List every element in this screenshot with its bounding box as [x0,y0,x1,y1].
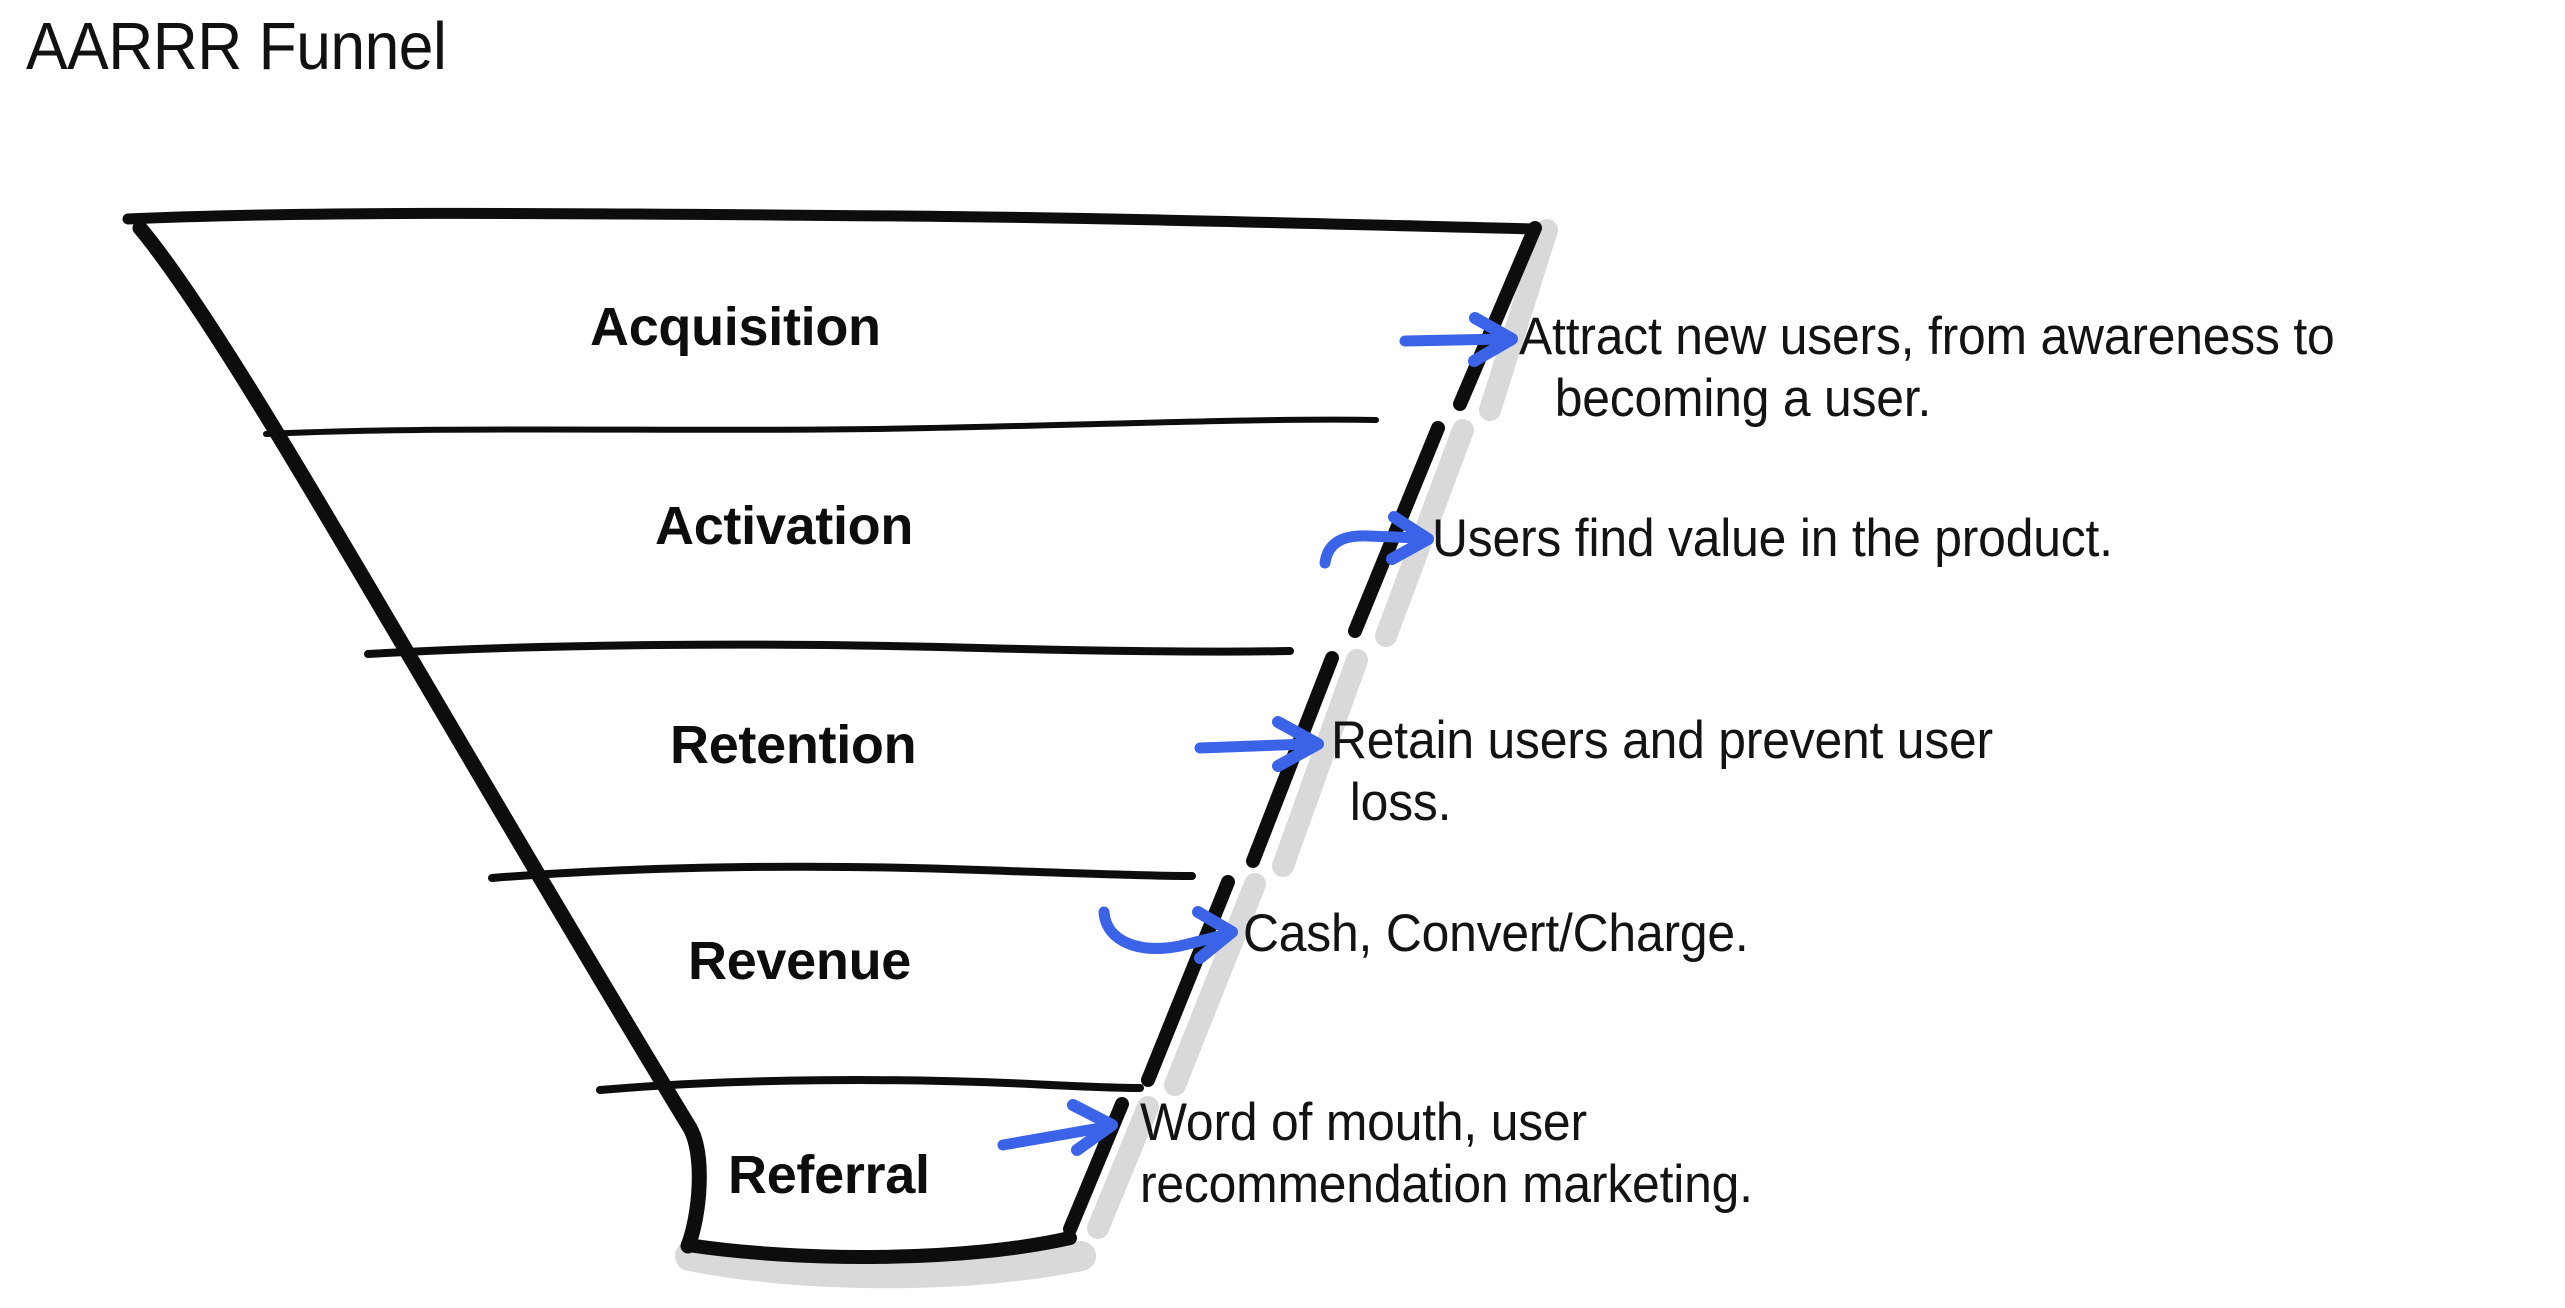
description-activation-line-1: Users find value in the product. [1432,509,2113,568]
arrow-retention-icon [1194,716,1324,772]
description-referral: Word of mouth, user recommendation marke… [1140,1092,1753,1216]
shadow-seg-1 [1479,219,1558,421]
divider-revenue-referral [596,1076,1144,1094]
description-revenue-line-1: Cash, Convert/Charge. [1243,904,1749,963]
stage-label-activation: Activation [655,496,914,556]
description-referral-line-1: Word of mouth, user [1140,1093,1587,1152]
description-retention-line-1: Retain users and prevent user [1331,711,1993,770]
shadow-seg-5 [1087,1096,1159,1239]
arrow-layer [997,312,1518,1156]
description-referral-line-2: recommendation marketing. [1140,1155,1753,1214]
funnel-bottom-edge [681,1231,1077,1264]
description-acquisition: Attract new users, from awareness to bec… [1519,306,2335,430]
stage-label-referral: Referral [728,1145,930,1205]
funnel-top-edge [122,207,1541,235]
funnel-right-edge-seg-1 [1453,221,1542,411]
stage-label-revenue: Revenue [688,931,911,991]
arrow-activation-icon [1319,511,1434,569]
page-title: AARRR Funnel [26,9,447,84]
stage-label-acquisition: Acquisition [590,297,881,357]
shadow-seg-4 [1164,873,1266,1096]
description-revenue: Cash, Convert/Charge. [1243,903,1749,965]
description-acquisition-line-2: becoming a user. [1554,369,1932,428]
description-retention: Retain users and prevent user loss. [1331,710,1993,834]
description-acquisition-line-1: Attract new users, from awareness to [1519,307,2335,366]
arrow-referral-icon [997,1099,1118,1156]
description-retention-line-2: loss. [1349,773,1452,832]
arrow-acquisition-icon [1399,312,1518,367]
shadow-bottom [675,1241,1096,1289]
shadow-seg-3 [1272,649,1368,877]
divider-activation-retention [364,640,1294,658]
divider-retention-revenue [488,862,1196,882]
arrow-revenue-icon [1098,906,1238,964]
divider-acquisition-activation [263,416,1379,437]
funnel-right-edge-seg-2 [1348,421,1445,638]
funnel-left-edge [132,220,707,1254]
stage-label-retention: Retention [670,715,917,775]
description-activation: Users find value in the product. [1432,508,2113,570]
